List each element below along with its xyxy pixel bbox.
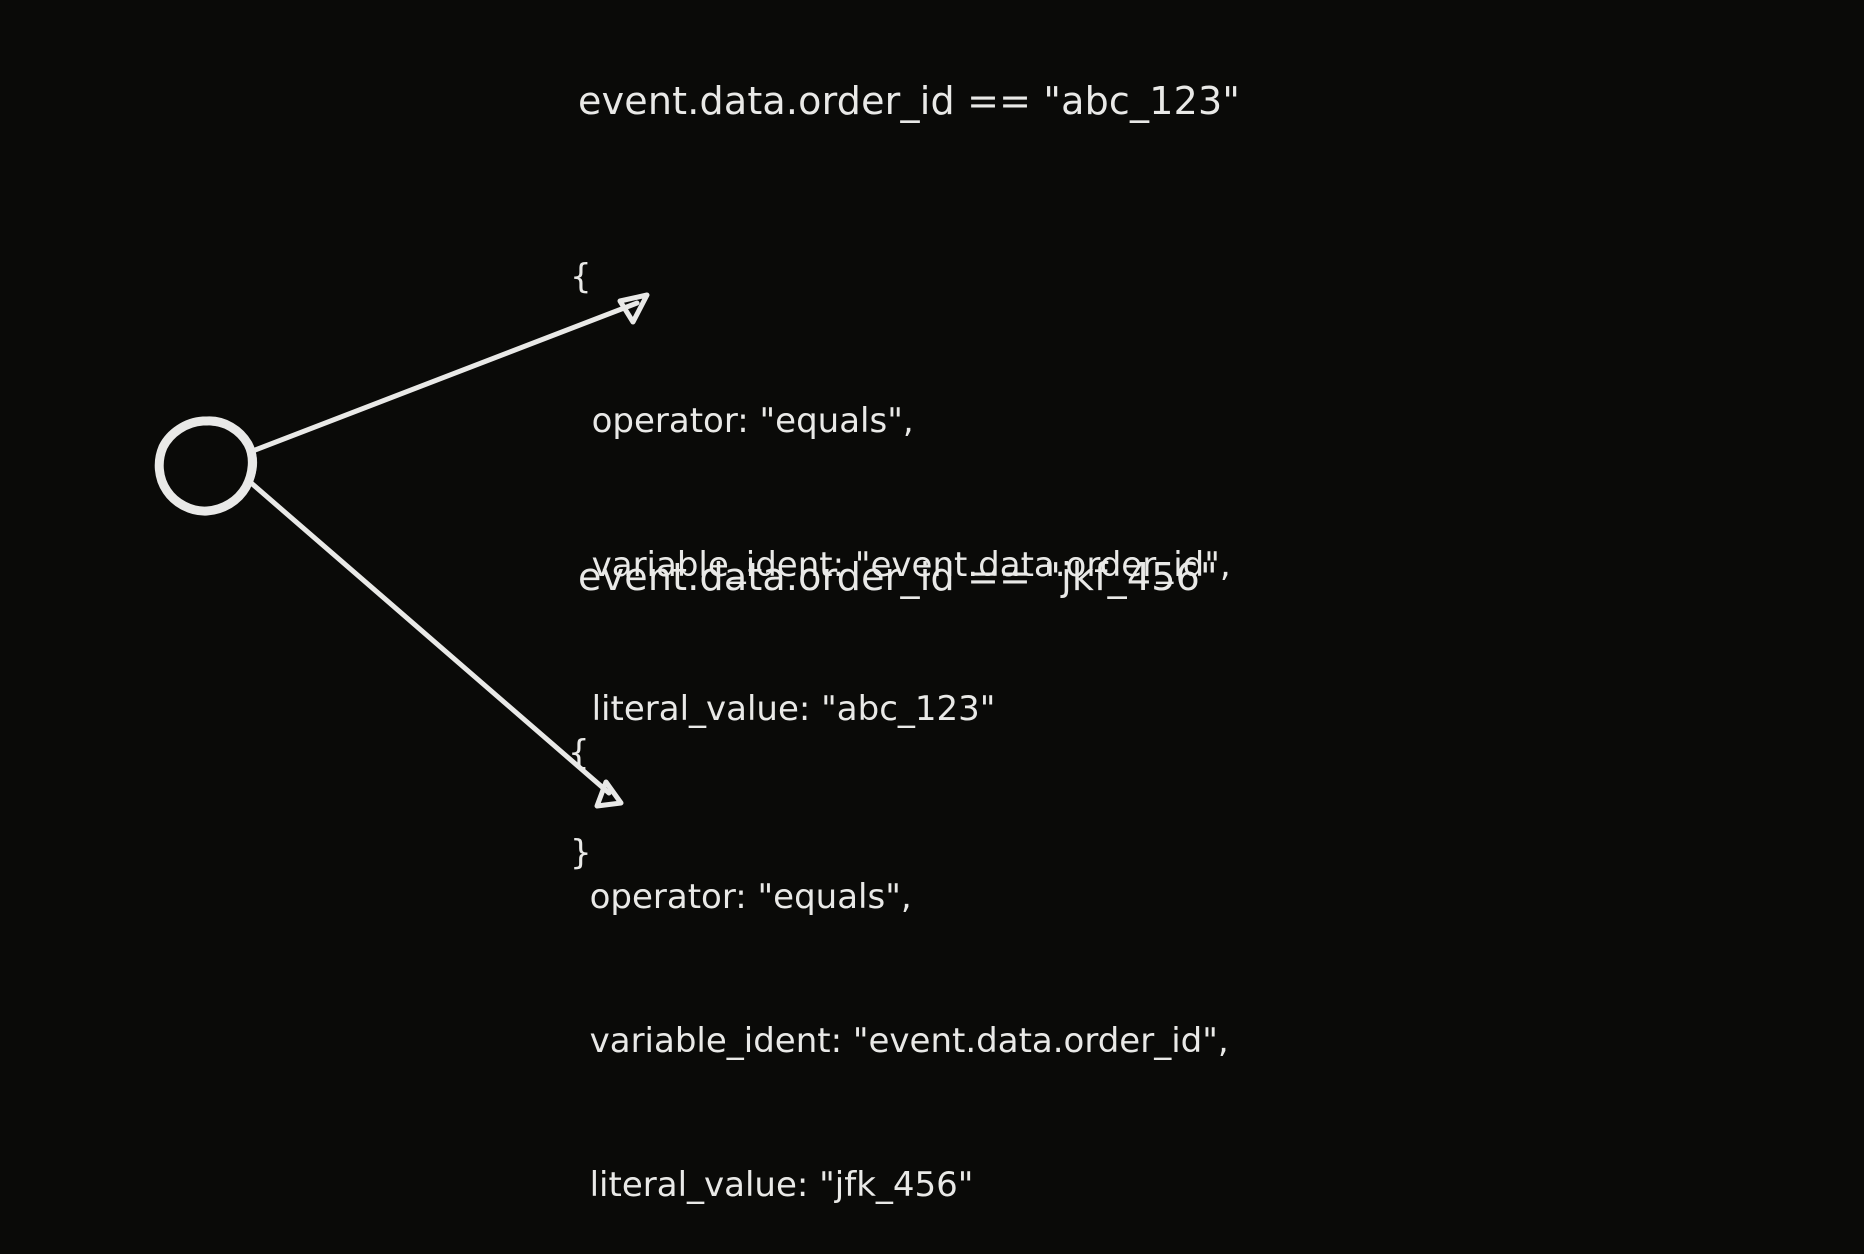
code-line: { xyxy=(570,257,592,297)
code-line: variable_ident: "event.data.order_id", xyxy=(568,1021,1229,1061)
code-line: operator: "equals", xyxy=(568,877,912,917)
code-line: variable_ident: "event.data.order_id", xyxy=(570,545,1231,585)
branch-2-code-block[interactable]: { operator: "equals", variable_ident: "e… xyxy=(568,633,1229,1254)
branch-1-title[interactable]: event.data.order_id == "abc_123" xyxy=(578,79,1241,123)
code-line: literal_value: "jfk_456" xyxy=(568,1165,974,1205)
code-line: operator: "equals", xyxy=(570,401,914,441)
branch-1-code-block[interactable]: { operator: "equals", variable_ident: "e… xyxy=(570,157,1231,973)
code-line: } xyxy=(570,833,592,873)
code-line: { xyxy=(568,733,590,773)
code-line: literal_value: "abc_123" xyxy=(570,689,996,729)
branch-2-title[interactable]: event.data.order_id == "jkf_456" xyxy=(578,555,1218,599)
